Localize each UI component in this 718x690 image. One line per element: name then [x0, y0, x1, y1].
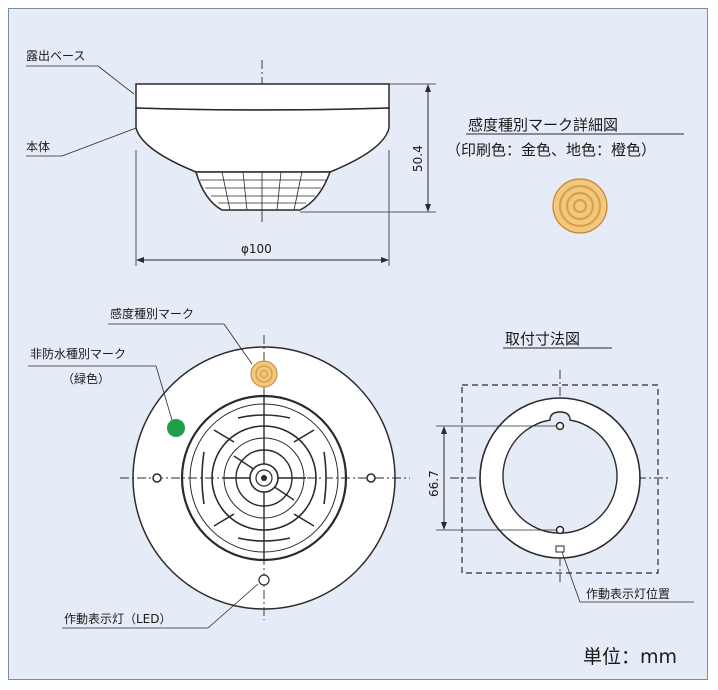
exposed-base-label: 露出ベース [26, 49, 85, 63]
height-dimension-label: 50.4 [411, 145, 425, 172]
sensor-cage-shape [195, 171, 332, 211]
sensor-cage-bars [200, 171, 326, 214]
exposed-base-shape [135, 83, 390, 111]
sensitivity-mark-detail [552, 178, 608, 234]
detector-body-shape [135, 107, 390, 173]
detail-title: 感度種別マーク詳細図 [468, 116, 618, 134]
mount-title: 取付寸法図 [505, 330, 580, 348]
diameter-dimension-label: φ100 [241, 242, 272, 256]
non-waterproof-mark-label: 非防水種別マーク [30, 346, 126, 361]
unit-label: 単位：mm [583, 646, 677, 668]
detail-color-note: （印刷色：金色、地色：橙色） [446, 141, 656, 159]
bottom-view [28, 323, 410, 629]
led-indicator [258, 574, 270, 586]
mount-dimension-label: 66.7 [427, 470, 441, 497]
green-color-note: （緑色） [62, 371, 110, 386]
body-label: 本体 [26, 140, 50, 154]
sensitivity-mark [250, 360, 278, 388]
sensitivity-mark-label: 感度種別マーク [110, 306, 194, 321]
led-label: 作動表示灯（LED） [64, 612, 172, 626]
non-waterproof-mark [167, 419, 185, 437]
side-view [26, 60, 436, 266]
led-position-label: 作動表示灯位置 [586, 586, 670, 601]
sensor-spokes [222, 396, 306, 560]
mounting-diagram [436, 370, 694, 603]
